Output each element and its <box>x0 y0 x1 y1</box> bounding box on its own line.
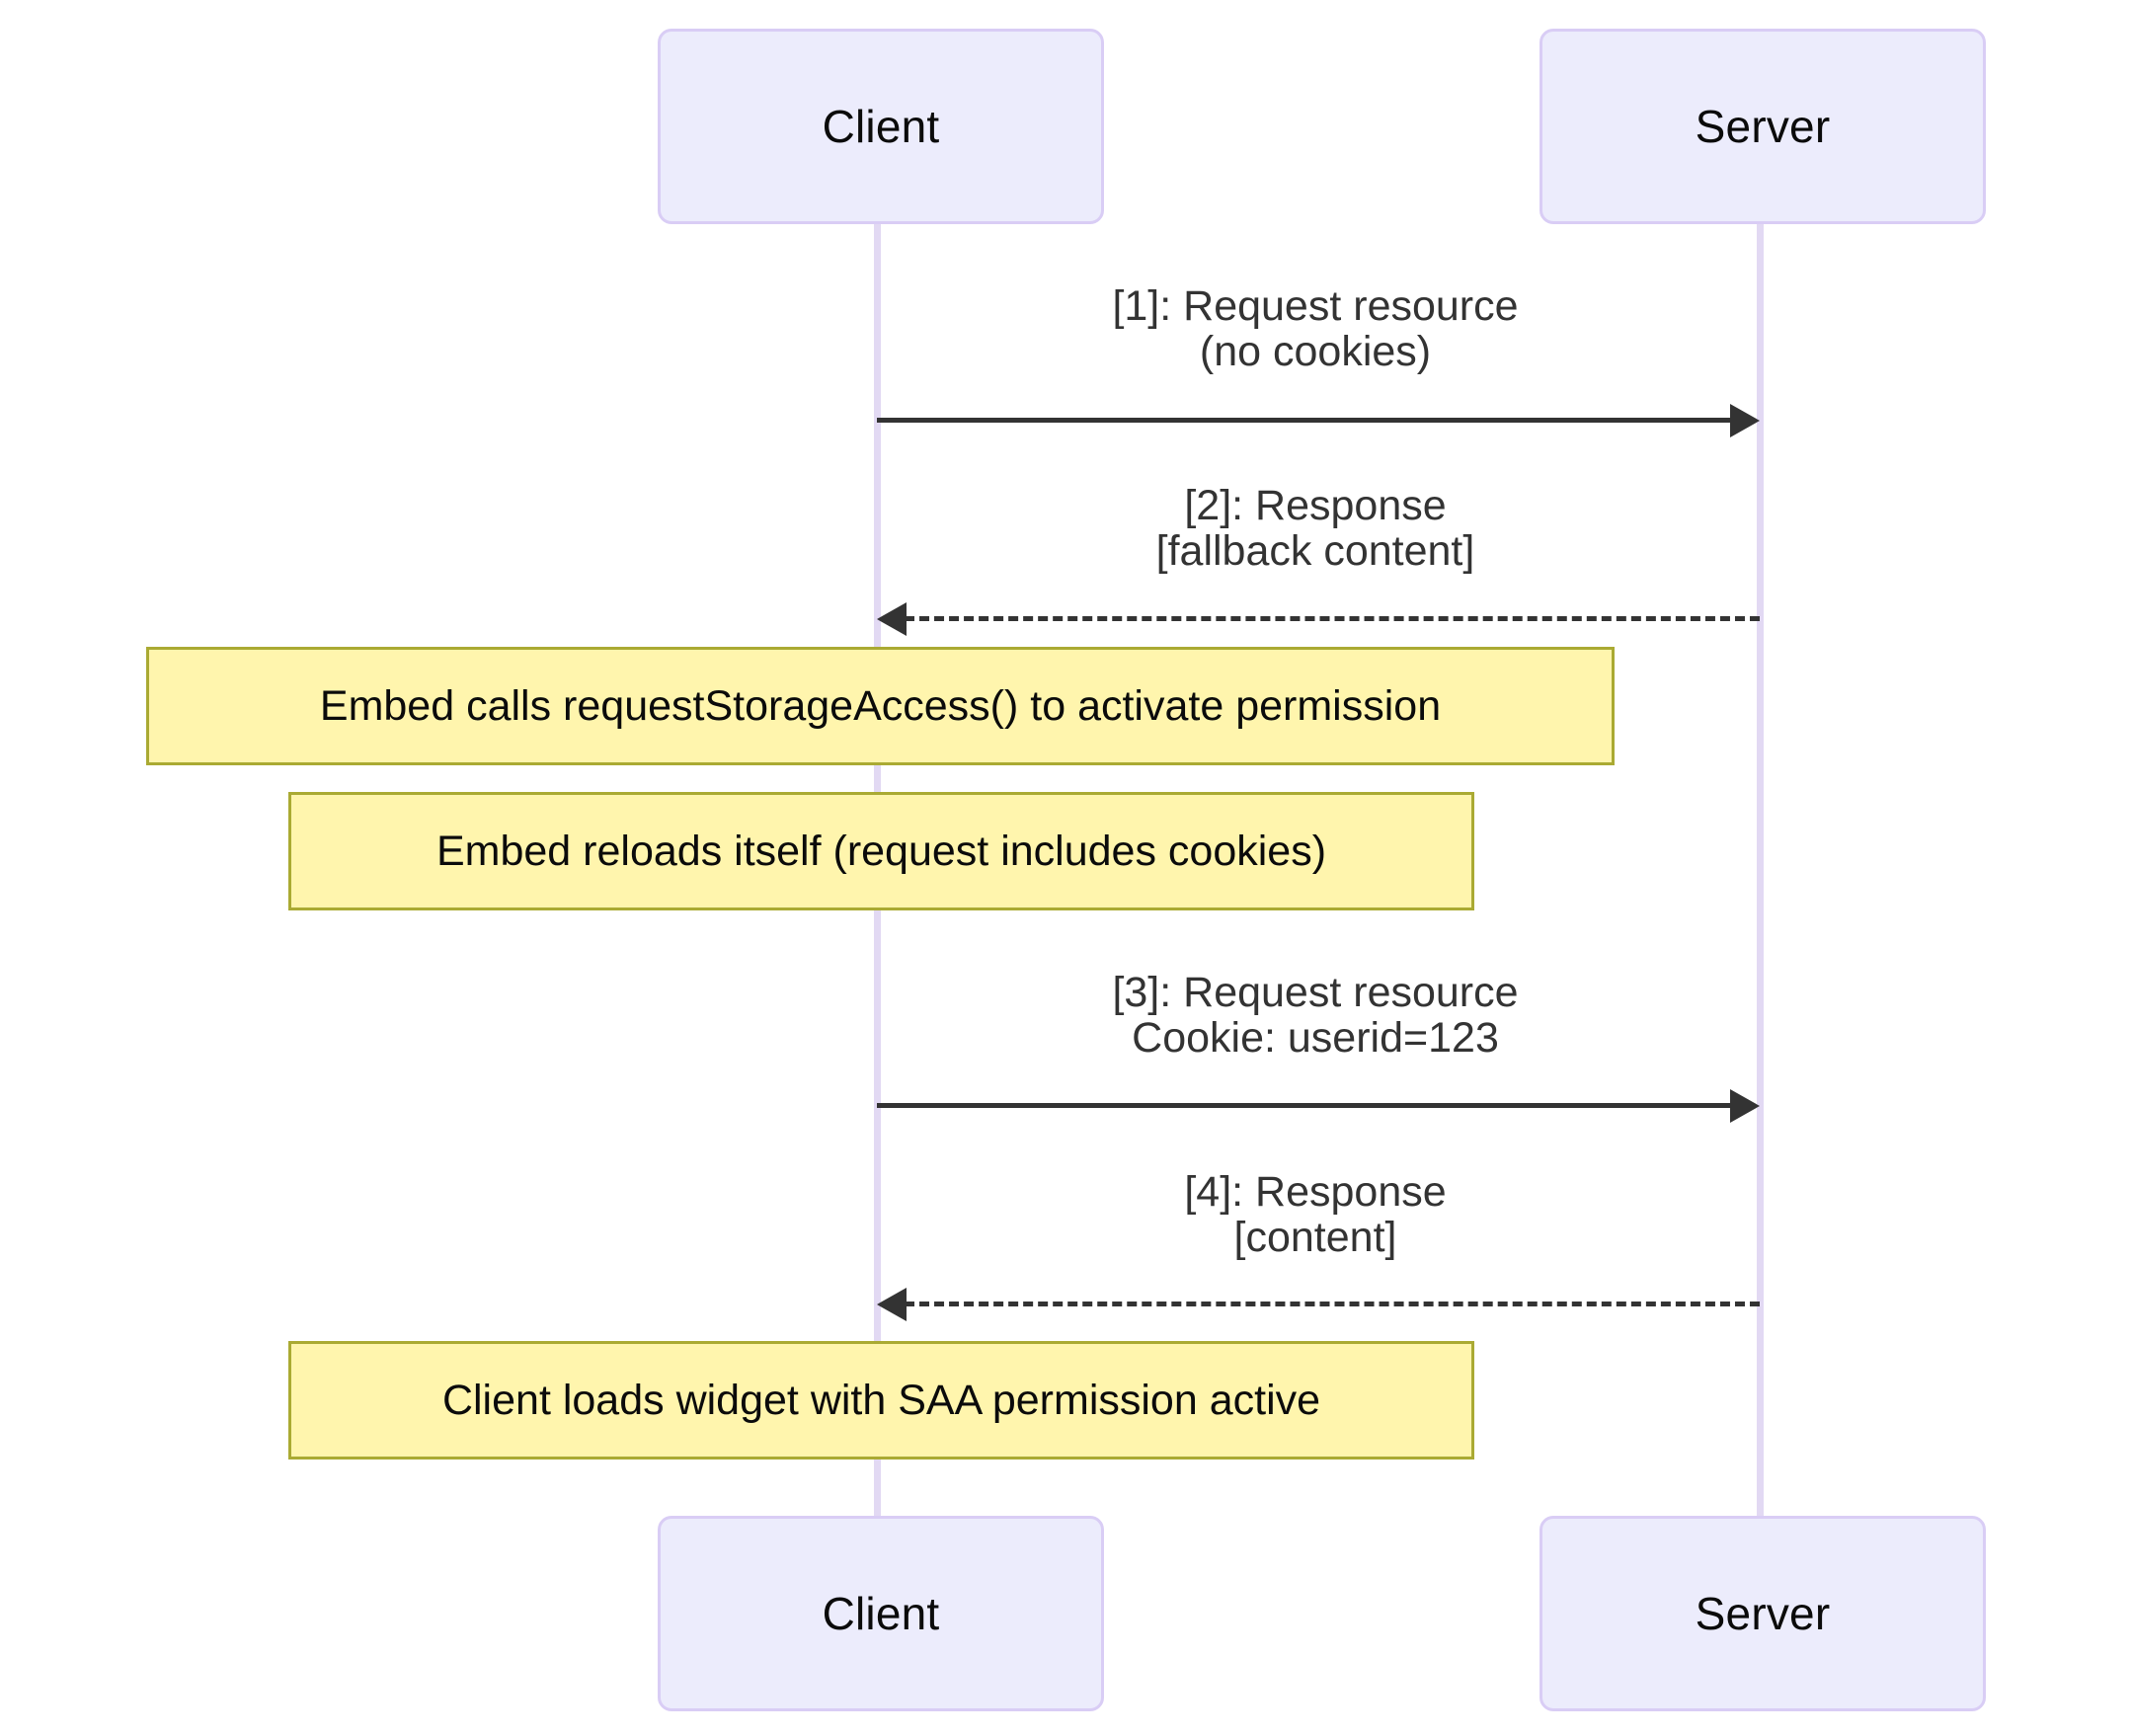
actor-box-server-bottom[interactable]: Server <box>1539 1516 1986 1711</box>
message-label-4: [4]: Response [content] <box>1184 1168 1447 1261</box>
message-arrowhead-4 <box>877 1288 907 1321</box>
note-label-2: Embed reloads itself (request includes c… <box>435 827 1327 875</box>
note-box-1: Embed calls requestStorageAccess() to ac… <box>146 647 1615 765</box>
message-line-4 <box>905 1302 1760 1306</box>
note-label-1: Embed calls requestStorageAccess() to ac… <box>319 681 1442 730</box>
note-box-3: Client loads widget with SAA permission … <box>288 1341 1474 1460</box>
lifeline-server <box>1757 223 1764 1519</box>
message-line-1 <box>877 418 1738 423</box>
message-label-3: [3]: Request resource Cookie: userid=123 <box>1112 969 1519 1062</box>
message-label-2: [2]: Response [fallback content] <box>1155 482 1475 575</box>
message-line-3 <box>877 1103 1738 1108</box>
message-label-1: [1]: Request resource (no cookies) <box>1112 282 1519 375</box>
message-arrowhead-3 <box>1730 1089 1760 1123</box>
actor-label-client-bottom: Client <box>822 1588 940 1639</box>
actor-label-server-top: Server <box>1695 101 1831 152</box>
actor-label-client-top: Client <box>822 101 940 152</box>
note-box-2: Embed reloads itself (request includes c… <box>288 792 1474 910</box>
actor-box-client-bottom[interactable]: Client <box>658 1516 1104 1711</box>
message-line-2 <box>905 616 1760 621</box>
actor-box-client-top[interactable]: Client <box>658 29 1104 224</box>
message-arrowhead-2 <box>877 602 907 636</box>
note-label-3: Client loads widget with SAA permission … <box>441 1376 1321 1424</box>
actor-label-server-bottom: Server <box>1695 1588 1831 1639</box>
actor-box-server-top[interactable]: Server <box>1539 29 1986 224</box>
message-arrowhead-1 <box>1730 404 1760 437</box>
